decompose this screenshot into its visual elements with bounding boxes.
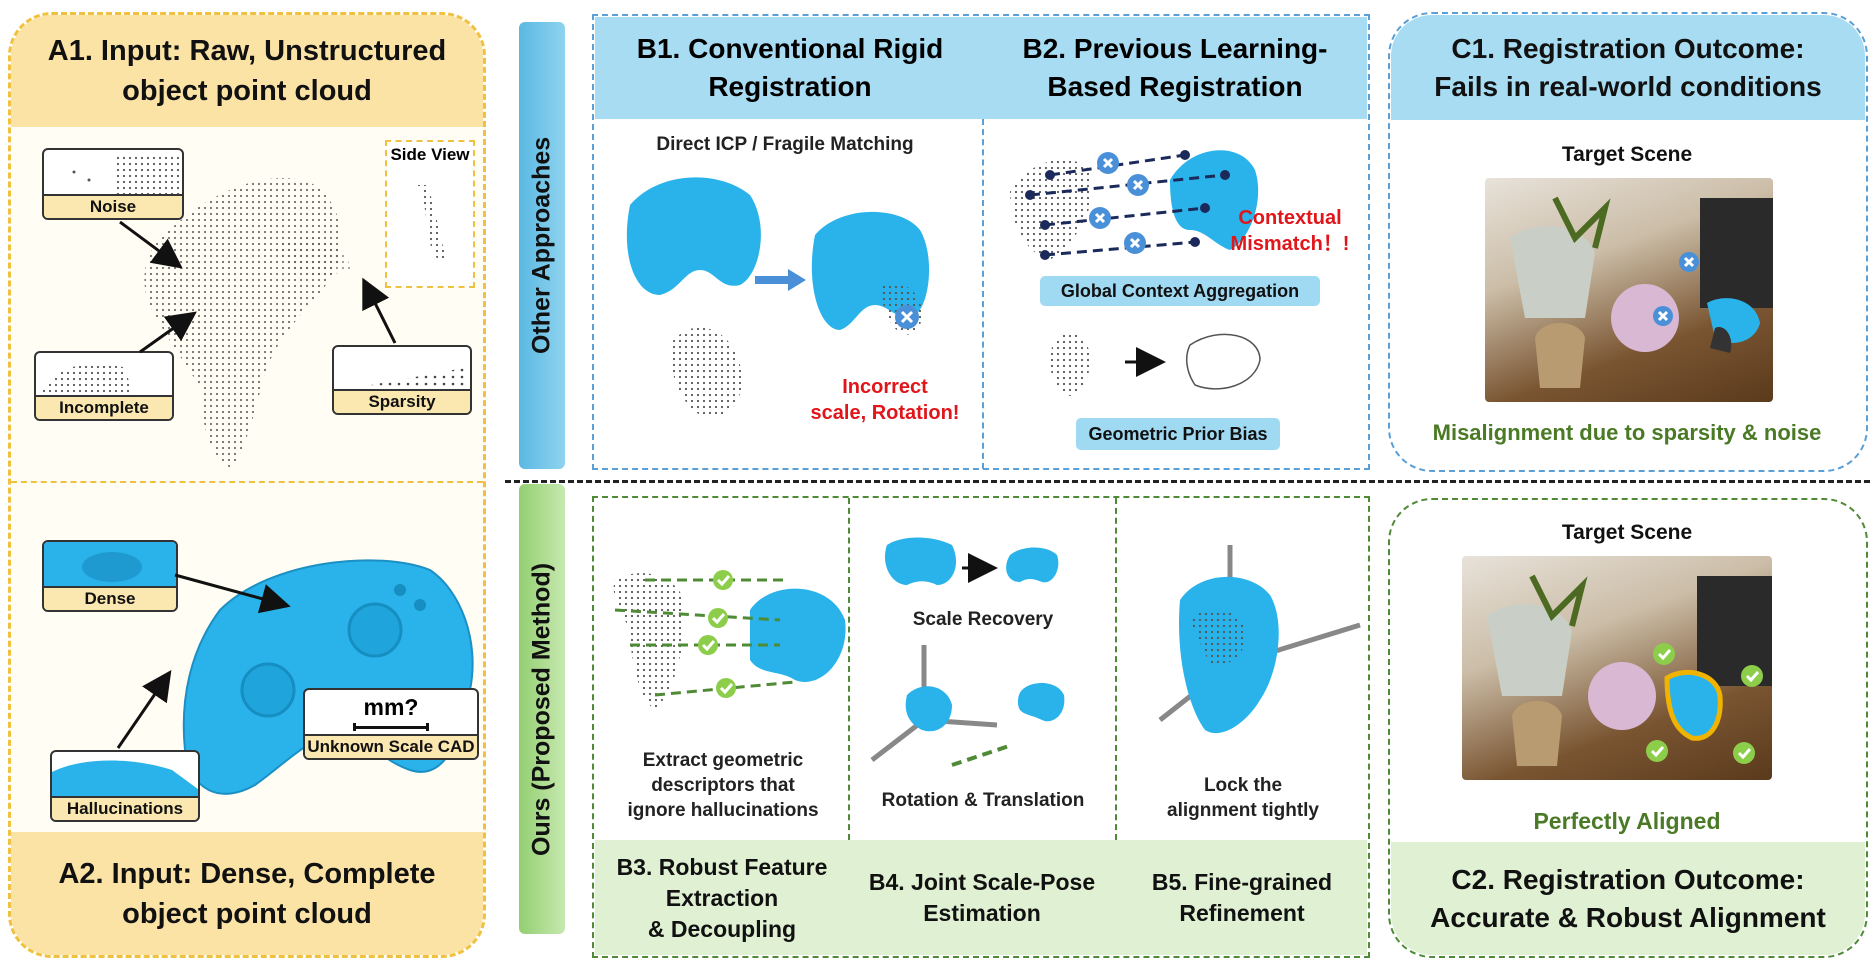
b1-title: B1. Conventional Rigid Registration: [600, 30, 980, 106]
c2-target-scene: Target Scene: [1561, 521, 1693, 544]
c1-target-scene: Target Scene: [1561, 143, 1693, 166]
b5-title-line1: B5. Fine-grained: [1151, 869, 1333, 895]
b4-b5-divider: [1115, 498, 1117, 840]
section-divider: [505, 480, 1870, 483]
c2-header: C2. Registration Outcome: Accurate & Rob…: [1391, 842, 1865, 955]
a2-title-line2: object point cloud: [122, 897, 372, 930]
b3-desc-line1: Extract geometric: [642, 750, 804, 771]
a2-arrows: [116, 573, 291, 749]
b3-title-line3: & Decoupling: [647, 915, 797, 942]
b5-graphic: [1158, 545, 1361, 734]
hallucination-patch: [52, 760, 198, 802]
b2-title: B2. Previous Learning- Based Registratio…: [985, 30, 1365, 106]
c1-scene-objects: [1510, 196, 1773, 388]
dense-label: Dense: [44, 586, 176, 610]
b3-desc: Extract geometric descriptors that ignor…: [600, 748, 846, 823]
c1-panel: [1388, 12, 1868, 472]
b1-graphic: [626, 177, 930, 418]
a2-title-line1: A2. Input: Dense, Complete: [58, 857, 436, 890]
b3-b4-divider: [848, 498, 850, 840]
b1-title-line2: Registration: [708, 71, 872, 102]
c1-title-line1: C1. Registration Outcome:: [1451, 32, 1805, 64]
b1-error: Incorrect scale, Rotation!: [795, 374, 975, 426]
b2-error-line1: Contextual: [1238, 207, 1342, 229]
unknown-scale-inset: mm? Unknown Scale CAD: [303, 688, 479, 760]
noise-cloud: [72, 154, 182, 194]
a1-title-line1: A1. Input: Raw, Unstructured: [47, 35, 447, 67]
b1-error-line1: Incorrect: [842, 376, 928, 398]
b4-graphic: [870, 537, 1065, 767]
b3-title-line2: Extraction: [665, 884, 779, 911]
b-top-panel: [592, 14, 1370, 470]
b-top-header: [595, 17, 1367, 119]
c1-caption: Misalignment due to sparsity & noise: [1432, 420, 1822, 445]
b2-graphic: [1010, 150, 1261, 396]
other-approaches-label: Other Approaches: [519, 22, 565, 469]
b5-desc-line1: Lock the: [1203, 775, 1283, 796]
side-view-label: Side View: [390, 145, 470, 164]
sparsity-label: Sparsity: [334, 389, 470, 413]
b2-title-line2: Based Registration: [1047, 71, 1303, 102]
c2-scene-image: [1462, 556, 1772, 780]
hallucinations-inset: Hallucinations: [50, 750, 200, 822]
c1-scene-image: [1485, 178, 1773, 402]
c2-caption: Perfectly Aligned: [1533, 808, 1721, 834]
b4-rotation-translation: Rotation & Translation: [881, 790, 1085, 811]
b4-title: B4. Joint Scale-Pose Estimation: [851, 858, 1113, 938]
c2-panel: [1388, 498, 1868, 958]
b1-b2-divider: [982, 119, 984, 469]
geometric-prior-pill: Geometric Prior Bias: [1076, 418, 1280, 450]
dense-patch: [44, 542, 176, 592]
noise-label: Noise: [44, 194, 182, 218]
sparsity-cloud: [339, 367, 469, 391]
b-bottom-panel: [592, 496, 1370, 958]
global-context-pill: Global Context Aggregation: [1040, 276, 1320, 306]
incomplete-cloud: [41, 363, 131, 393]
unknown-scale-label: Unknown Scale CAD: [305, 734, 477, 758]
c2-title-line2: Accurate & Robust Alignment: [1430, 901, 1826, 933]
a1-title-line2: object point cloud: [122, 75, 372, 107]
b2-title-line1: B2. Previous Learning-: [1022, 33, 1328, 64]
b5-title: B5. Fine-grained Refinement: [1118, 858, 1366, 938]
c1-header: C1. Registration Outcome: Fails in real-…: [1391, 15, 1865, 120]
side-view-cloud: [417, 185, 447, 262]
b1-title-line1: B1. Conventional Rigid: [636, 33, 944, 64]
b3-desc-line3: ignore hallucinations: [627, 800, 819, 821]
b5-title-line2: Refinement: [1179, 900, 1305, 926]
b1-error-line2: scale, Rotation!: [810, 402, 960, 424]
b3-graphic: [613, 570, 846, 710]
incomplete-label: Incomplete: [36, 395, 172, 419]
incomplete-inset: Incomplete: [34, 351, 174, 421]
c2-title-line1: C2. Registration Outcome:: [1451, 863, 1805, 895]
b2-error-line2: Mismatch！!: [1230, 233, 1350, 255]
a-divider: [11, 481, 483, 483]
c1-title-line2: Fails in real-world conditions: [1434, 70, 1822, 102]
a2-header: A2. Input: Dense, Complete object point …: [11, 832, 483, 955]
b5-desc: Lock the alignment tightly: [1120, 773, 1366, 823]
side-view-box: Side View: [385, 140, 475, 288]
b1-subtitle: Direct ICP / Fragile Matching: [656, 134, 914, 155]
ours-label: Ours (Proposed Method): [519, 484, 565, 934]
b4-scale-recovery: Scale Recovery: [912, 609, 1054, 630]
scale-bar: [353, 723, 429, 731]
b3-desc-line2: descriptors that: [651, 775, 795, 796]
a1-point-cloud: [144, 178, 351, 468]
c2-scene-objects: [1487, 574, 1772, 766]
mm-label: mm?: [363, 694, 419, 720]
b5-desc-line2: alignment tightly: [1167, 800, 1319, 821]
b4-title-line2: Estimation: [923, 900, 1041, 926]
sparsity-inset: Sparsity: [332, 345, 472, 415]
b2-error: Contextual Mismatch！!: [1215, 205, 1365, 257]
b3-title: B3. Robust Feature Extraction & Decoupli…: [597, 843, 847, 953]
a1-header: A1. Input: Raw, Unstructured object poin…: [11, 15, 483, 127]
b3-title-line1: B3. Robust Feature: [616, 853, 828, 880]
hallucinations-label: Hallucinations: [52, 796, 198, 820]
b4-title-line1: B4. Joint Scale-Pose: [868, 869, 1096, 895]
dense-inset: Dense: [42, 540, 178, 612]
noise-inset: Noise: [42, 148, 184, 220]
a1-arrows: [119, 220, 397, 354]
